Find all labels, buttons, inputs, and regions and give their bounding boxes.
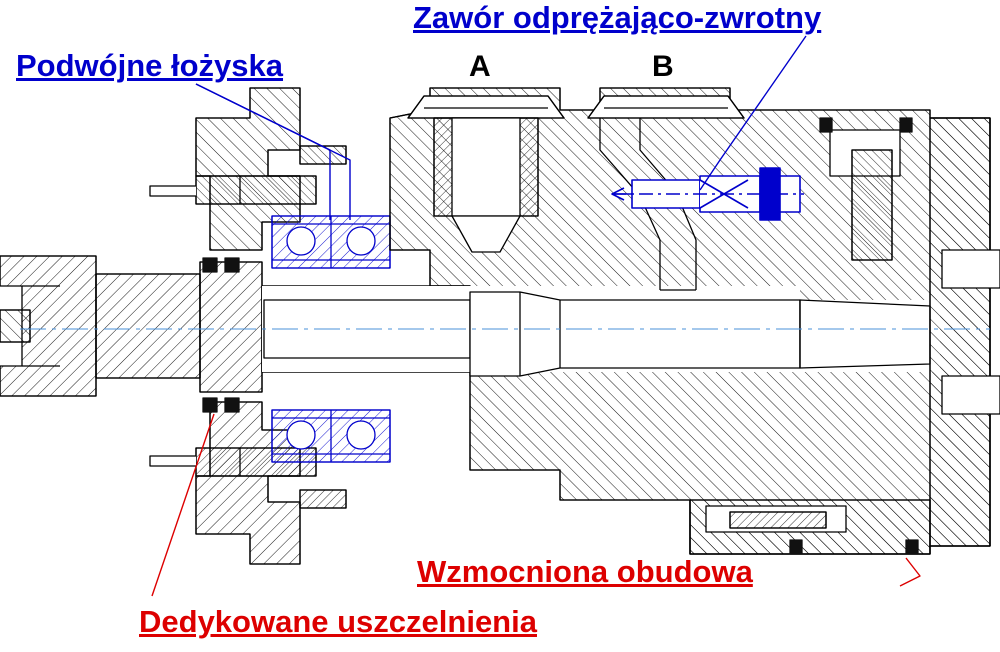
housing-seals bbox=[789, 117, 919, 555]
housing-body bbox=[262, 87, 1000, 555]
seal-group bbox=[202, 257, 240, 413]
shaft-end-block bbox=[0, 255, 97, 397]
annotation-double-bearings: Podwójne łożyska bbox=[16, 48, 284, 83]
port-b-fitting bbox=[587, 95, 745, 291]
right-plugs bbox=[829, 129, 901, 261]
port-a-fitting bbox=[407, 95, 565, 253]
leader-lines bbox=[151, 35, 921, 597]
port-label-b: B bbox=[652, 50, 674, 83]
annotation-reinforced-housing: Wzmocniona obudowa bbox=[417, 554, 753, 589]
annotation-relief-check-valve: Zawór odprężająco-zwrotny bbox=[413, 0, 822, 35]
valve-assembly bbox=[611, 167, 804, 221]
drain-plug bbox=[689, 499, 931, 555]
port-label-a: A bbox=[469, 50, 491, 83]
bearing-pack-upper bbox=[271, 215, 391, 269]
annotation-dedicated-seals: Dedykowane uszczelnienia bbox=[139, 604, 537, 639]
bearing-pack-lower bbox=[271, 409, 391, 463]
